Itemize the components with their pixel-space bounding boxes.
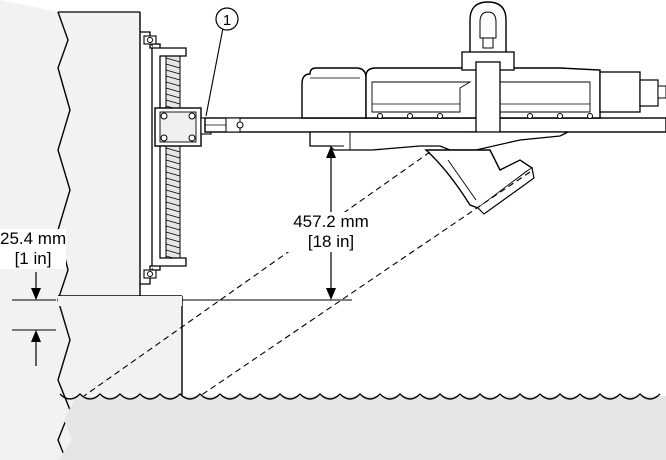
channel-wall <box>0 0 182 460</box>
clamp-bolt <box>160 134 168 142</box>
height-dimension-label: 457.2 mm [18 in] <box>279 212 383 252</box>
mounting-rail-back <box>151 43 161 271</box>
beam-edge-right <box>199 171 531 397</box>
clamp-bolt <box>160 112 168 120</box>
mounting-arm <box>204 117 666 133</box>
water-surface <box>59 393 661 400</box>
water-body <box>58 396 666 460</box>
callout-leader <box>205 27 224 117</box>
beam-edge-left <box>83 151 431 397</box>
gap-arrow-up <box>31 330 41 342</box>
gap-in: [1 in] <box>14 249 52 268</box>
gap-arrow-down <box>31 288 41 300</box>
gap-dimension-label: 25.4 mm [1 in] <box>0 229 66 269</box>
ledge-band <box>58 296 182 306</box>
callout-number: 1 <box>223 12 231 29</box>
housing-bolts <box>377 113 593 119</box>
callout-circle <box>215 7 239 31</box>
rail-serrations <box>165 55 181 265</box>
sensor-end-cap <box>301 67 367 119</box>
clamp-bolt <box>188 134 196 142</box>
gap-mm: 25.4 mm <box>0 229 67 248</box>
handle-clamp <box>475 61 501 135</box>
sensor-lower-body <box>309 131 569 151</box>
height-mm: 457.2 mm <box>293 212 369 231</box>
bottom-bracket <box>140 257 187 285</box>
bottom-bolt <box>143 269 157 279</box>
cable-connector <box>599 71 641 113</box>
height-in: [18 in] <box>307 232 355 251</box>
sensor-head <box>424 149 534 209</box>
top-bolt <box>143 35 157 45</box>
top-bracket <box>140 31 187 57</box>
clamp-bolt <box>188 112 196 120</box>
